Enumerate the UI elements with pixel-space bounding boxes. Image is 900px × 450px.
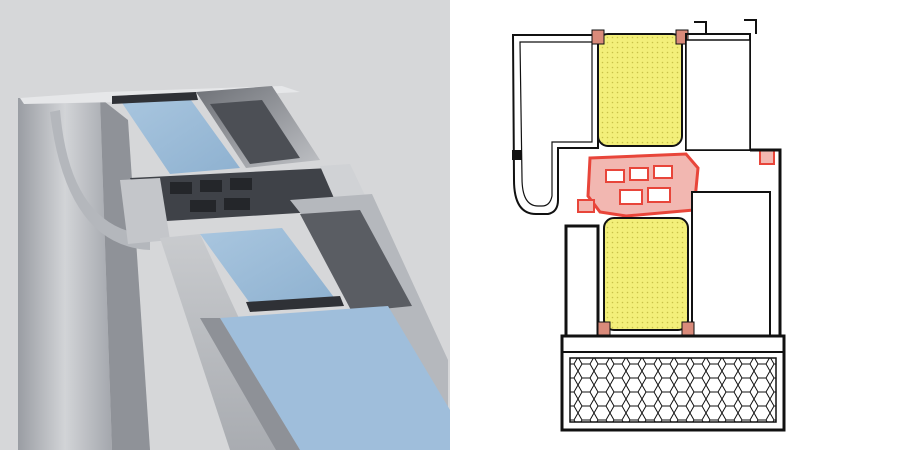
thermal-break-chamber-2 bbox=[629, 167, 649, 181]
gasket-mid bbox=[246, 296, 344, 312]
thermal-break-slot-4 bbox=[190, 200, 216, 212]
thermal-break-chamber-5 bbox=[647, 187, 671, 203]
outer-frame-side bbox=[100, 98, 150, 450]
sash-right-cavity bbox=[691, 191, 771, 337]
seal-left bbox=[577, 199, 595, 213]
thermal-break-slot-3 bbox=[230, 178, 252, 190]
upper-right-cavity bbox=[685, 39, 751, 151]
thermal-break-chamber-3 bbox=[653, 165, 673, 179]
top-frame-cavity bbox=[210, 100, 300, 164]
outer-frame-face bbox=[18, 98, 112, 450]
insulation-section-bottom bbox=[603, 217, 689, 331]
render-panel bbox=[0, 0, 450, 450]
thermal-break-slot-5 bbox=[224, 198, 250, 210]
sash-cavity bbox=[300, 210, 412, 312]
thermal-break-render bbox=[130, 168, 348, 222]
seal-right bbox=[759, 149, 775, 165]
insulation-panel-mid bbox=[200, 228, 336, 306]
gasket-section-1 bbox=[591, 29, 605, 45]
thermal-break-chamber-1 bbox=[605, 169, 625, 183]
gasket-top bbox=[112, 92, 198, 104]
insulation-panel-bottom bbox=[220, 306, 450, 450]
section-panel bbox=[450, 0, 900, 450]
outer-frame-outline bbox=[511, 34, 599, 215]
profile-render bbox=[18, 86, 450, 450]
cross-section-drawing bbox=[511, 19, 786, 432]
gasket-section-4 bbox=[681, 321, 695, 337]
thermal-break-section bbox=[586, 152, 700, 218]
transom-left bbox=[120, 178, 170, 244]
gasket-section-3 bbox=[597, 321, 611, 337]
insulation-panel-top bbox=[120, 96, 240, 174]
thermal-break-chamber-4 bbox=[619, 189, 643, 205]
outer-frame-inner bbox=[519, 41, 593, 207]
thermal-break-slot-2 bbox=[200, 180, 222, 192]
sash-edge bbox=[200, 318, 300, 450]
frame-clip bbox=[512, 150, 522, 160]
insulation-section-top bbox=[597, 33, 683, 147]
thermal-break-slot-1 bbox=[170, 182, 192, 194]
honeycomb-core bbox=[569, 357, 777, 423]
